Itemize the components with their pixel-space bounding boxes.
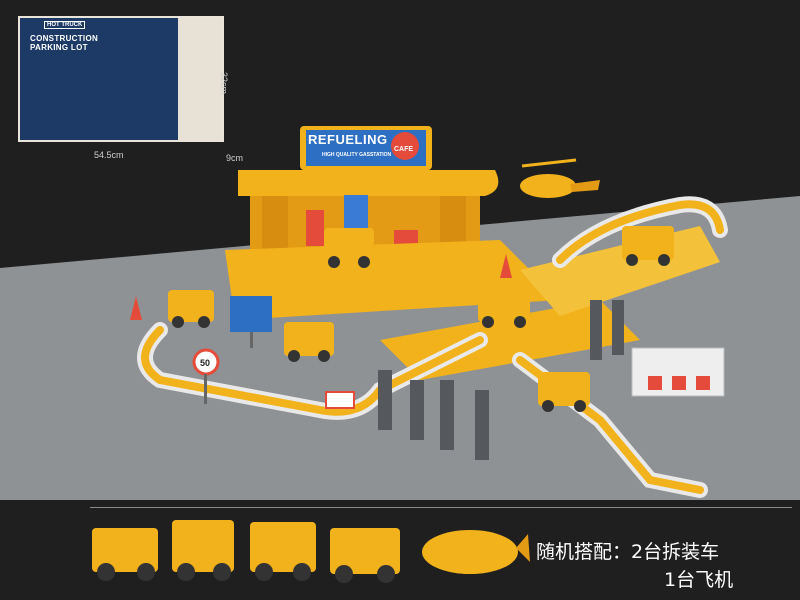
box-brand-label: HOT TRUCK [44,21,86,29]
bottom-lineup [92,520,530,583]
traffic-cones [130,254,512,320]
divider-line [90,507,792,508]
pillars [378,300,624,460]
box-height-label: 32cm [219,72,229,95]
caption-line-2: 1台飞机 [664,569,734,591]
road-sign [230,296,272,348]
toy-trucks [168,226,674,406]
caption-line-1: 随机搭配：2台拆装车 [536,541,720,563]
refueling-sign-subtitle: HIGH QUALITY GASSTATION [322,152,392,158]
helicopter [520,158,600,198]
speed-limit-value: 50 [200,358,211,368]
box-title-line1: CONSTRUCTION [30,34,99,43]
bundle-caption: 随机搭配：2台拆装车 1台飞机 [536,538,733,594]
base-plate-left [225,240,560,320]
cafe-sign: CAFE [394,146,414,153]
box-title: CONSTRUCTION PARKING LOT [30,34,98,52]
product-box-photo [18,16,224,142]
box-depth-label: 9cm [226,153,244,163]
refueling-sign-title: REFUELING [308,132,388,147]
box-width-label: 54.5cm [94,150,124,160]
parking-gate [631,347,725,397]
box-side [178,18,222,140]
speed-limit-sign [192,348,220,404]
arrow-sign [325,391,355,409]
box-title-line2: PARKING LOT [30,43,88,52]
truck-wheels [172,254,670,412]
